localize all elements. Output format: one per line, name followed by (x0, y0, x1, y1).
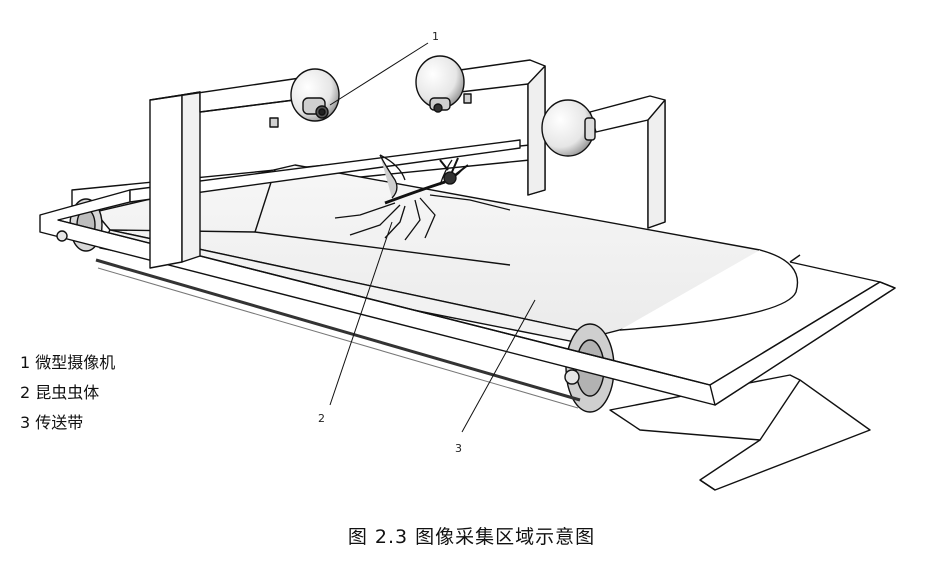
camera-1 (269, 68, 340, 128)
legend: 1 微型摄像机 2 昆虫虫体 3 传送带 (20, 348, 115, 438)
callout-2: 2 (318, 412, 325, 425)
gantry-middle (459, 59, 546, 196)
legend-item-insect: 2 昆虫虫体 (20, 383, 100, 402)
leader-line-1 (329, 42, 429, 106)
axle-pin-right (564, 369, 580, 385)
image-acquisition-diagram: 1 2 3 (39, 30, 896, 491)
camera-3 (541, 99, 596, 157)
gantry-right (589, 95, 666, 229)
frame-outer (39, 139, 896, 406)
callout-3: 3 (455, 442, 462, 455)
leader-line-2 (329, 221, 393, 406)
legend-item-camera: 1 微型摄像机 (20, 353, 116, 372)
callout-1: 1 (432, 30, 439, 43)
support-bracket (609, 374, 871, 491)
legend-item-conveyor: 3 传送带 (20, 413, 84, 432)
leader-line-3 (461, 299, 536, 433)
gantry-left (149, 77, 311, 269)
conveyor-belt (94, 164, 799, 346)
axle-pin-left (56, 230, 68, 242)
insect-body (334, 154, 511, 241)
figure-caption: 图 2.3 图像采集区域示意图 (347, 526, 596, 548)
camera-2 (415, 55, 472, 113)
